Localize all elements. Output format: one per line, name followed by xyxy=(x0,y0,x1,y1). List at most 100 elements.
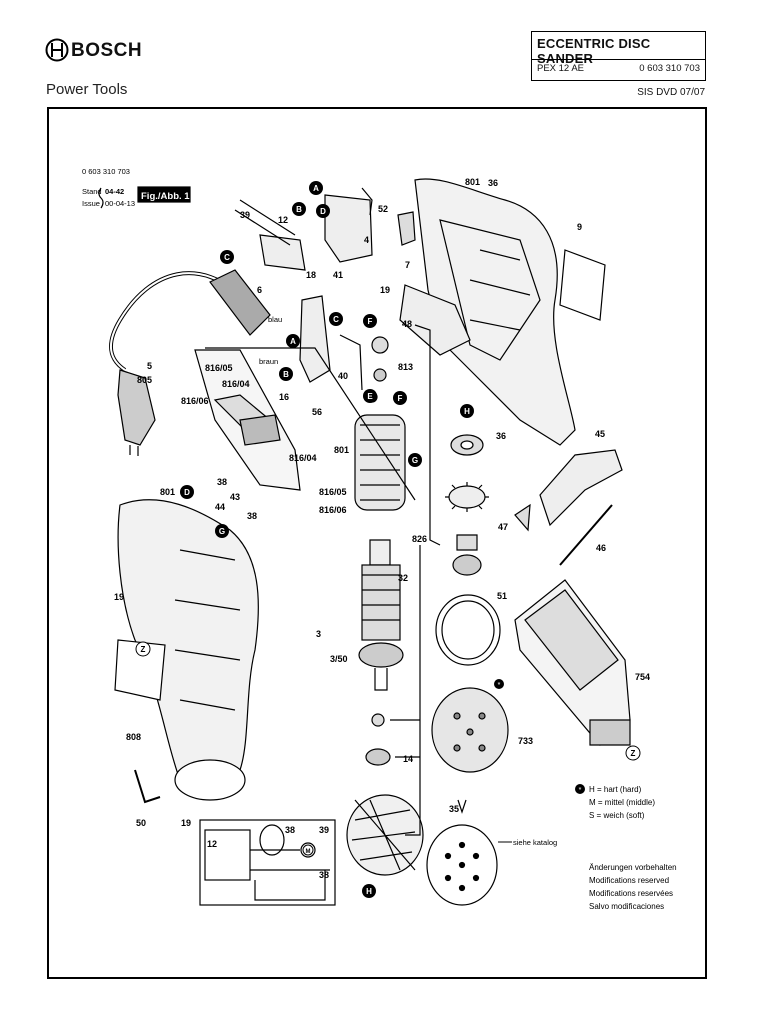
switch-bracket xyxy=(259,234,306,271)
svg-text:C: C xyxy=(333,315,339,324)
callout-40: 40 xyxy=(338,371,348,381)
leader-816 xyxy=(205,347,416,501)
notice-en: Modifications reserved xyxy=(589,876,669,885)
callout-12: 12 xyxy=(278,215,288,225)
issue-value: 00-04-13 xyxy=(105,199,135,208)
figure-label: Fig./Abb. 1 xyxy=(141,191,190,202)
marker-f-mid: F xyxy=(393,391,407,405)
callout-816-06b: 816/06 xyxy=(319,505,347,515)
callout-56: 56 xyxy=(312,407,322,417)
callout-3: 3 xyxy=(316,629,321,639)
callout-808: 808 xyxy=(126,732,141,742)
svg-text:Z: Z xyxy=(141,645,146,654)
callout-801-mid: 801 xyxy=(334,445,349,455)
callout-754: 754 xyxy=(635,672,650,682)
callout-7: 7 xyxy=(405,260,410,270)
asterisk-icon: * xyxy=(575,784,585,794)
svg-text:*: * xyxy=(579,787,582,794)
asterisk-icon: * xyxy=(494,679,504,689)
armature-shaft-top xyxy=(369,539,391,566)
svg-text:B: B xyxy=(283,370,289,379)
svg-text:D: D xyxy=(184,488,190,497)
brand-name: BOSCH xyxy=(71,40,143,61)
callout-36-top: 36 xyxy=(488,178,498,188)
svg-text:F: F xyxy=(398,394,403,403)
marker-g-mid: G xyxy=(408,453,422,467)
callout-35: 35 xyxy=(449,804,459,814)
callout-733: 733 xyxy=(518,736,533,746)
modification-notice: Änderungen vorbehalten Modifications res… xyxy=(589,863,677,911)
issue-label: Issue xyxy=(82,199,100,208)
marker-d-left: D xyxy=(180,485,194,499)
notice-es: Salvo modificaciones xyxy=(589,902,664,911)
bolt-46 xyxy=(559,504,613,566)
svg-text:D: D xyxy=(320,207,326,216)
callout-816-05b: 816/05 xyxy=(319,487,347,497)
svg-text:M: M xyxy=(306,849,311,855)
part-52 xyxy=(361,187,373,216)
callout-38b: 38 xyxy=(247,511,257,521)
switch-module xyxy=(324,194,373,263)
callout-826: 826 xyxy=(412,534,427,544)
callout-38-schematic-a: 38 xyxy=(285,825,295,835)
marker-z-left: Z xyxy=(135,641,151,657)
housing-base-ring xyxy=(174,759,246,801)
svg-text:C: C xyxy=(224,253,230,262)
cord-sleeve xyxy=(209,269,271,336)
plug xyxy=(117,369,156,446)
callout-19-bottom: 19 xyxy=(181,818,191,828)
notice-de: Änderungen vorbehalten xyxy=(589,863,677,872)
marker-b-mid: B xyxy=(279,367,293,381)
callout-19-top: 19 xyxy=(380,285,390,295)
brand-logo xyxy=(45,38,69,67)
marker-e: E xyxy=(363,389,377,403)
callout-9: 9 xyxy=(577,222,582,232)
aux-handle xyxy=(539,449,623,527)
callout-36-mid: 36 xyxy=(496,431,506,441)
marker-a-top: A xyxy=(309,181,323,195)
dust-seal-ring xyxy=(435,594,501,666)
callout-801-top: 801 xyxy=(465,177,480,187)
brand-division: Power Tools xyxy=(46,81,128,98)
legend-hard: H = hart (hard) xyxy=(589,785,642,794)
svg-text:A: A xyxy=(290,337,296,346)
drawing-part-number: 0 603 310 703 xyxy=(82,167,130,176)
wire-label-blau: blau xyxy=(268,315,282,324)
svg-text:F: F xyxy=(368,317,373,326)
hex-key xyxy=(134,769,161,804)
svg-text:A: A xyxy=(313,184,319,193)
callout-4: 4 xyxy=(364,235,369,245)
rating-label xyxy=(114,639,166,701)
callout-46: 46 xyxy=(596,543,606,553)
label-plate xyxy=(559,249,606,321)
knob-47 xyxy=(514,503,531,532)
callout-38-schematic-b: 38 xyxy=(319,870,329,880)
pin-39 xyxy=(234,199,296,246)
callout-816-04b: 816/04 xyxy=(289,453,317,463)
callout-44: 44 xyxy=(215,502,225,512)
marker-b-top: B xyxy=(292,202,306,216)
bearing-14 xyxy=(365,748,391,766)
bosch-armature-icon xyxy=(45,38,69,62)
callout-813: 813 xyxy=(398,362,413,372)
brush-holder xyxy=(299,295,331,383)
callout-43: 43 xyxy=(230,492,240,502)
exploded-view-frame xyxy=(47,107,707,979)
callout-51: 51 xyxy=(497,591,507,601)
callout-39-schematic: 39 xyxy=(319,825,329,835)
housing-half-top xyxy=(414,178,576,446)
screw-35 xyxy=(457,799,467,814)
marker-m-schematic: M xyxy=(302,844,314,856)
product-title: ECCENTRIC DISC SANDER xyxy=(537,36,651,66)
marker-f-top: F xyxy=(363,314,377,328)
legend-soft: S = weich (soft) xyxy=(589,811,645,820)
callout-38a: 38 xyxy=(217,477,227,487)
svg-text:G: G xyxy=(412,456,418,465)
marker-c-mid: C xyxy=(329,312,343,326)
callout-39: 39 xyxy=(240,210,250,220)
callout-32: 32 xyxy=(398,573,408,583)
callout-45: 45 xyxy=(595,429,605,439)
callout-801-left: 801 xyxy=(160,487,175,497)
callout-5: 5 xyxy=(147,361,152,371)
